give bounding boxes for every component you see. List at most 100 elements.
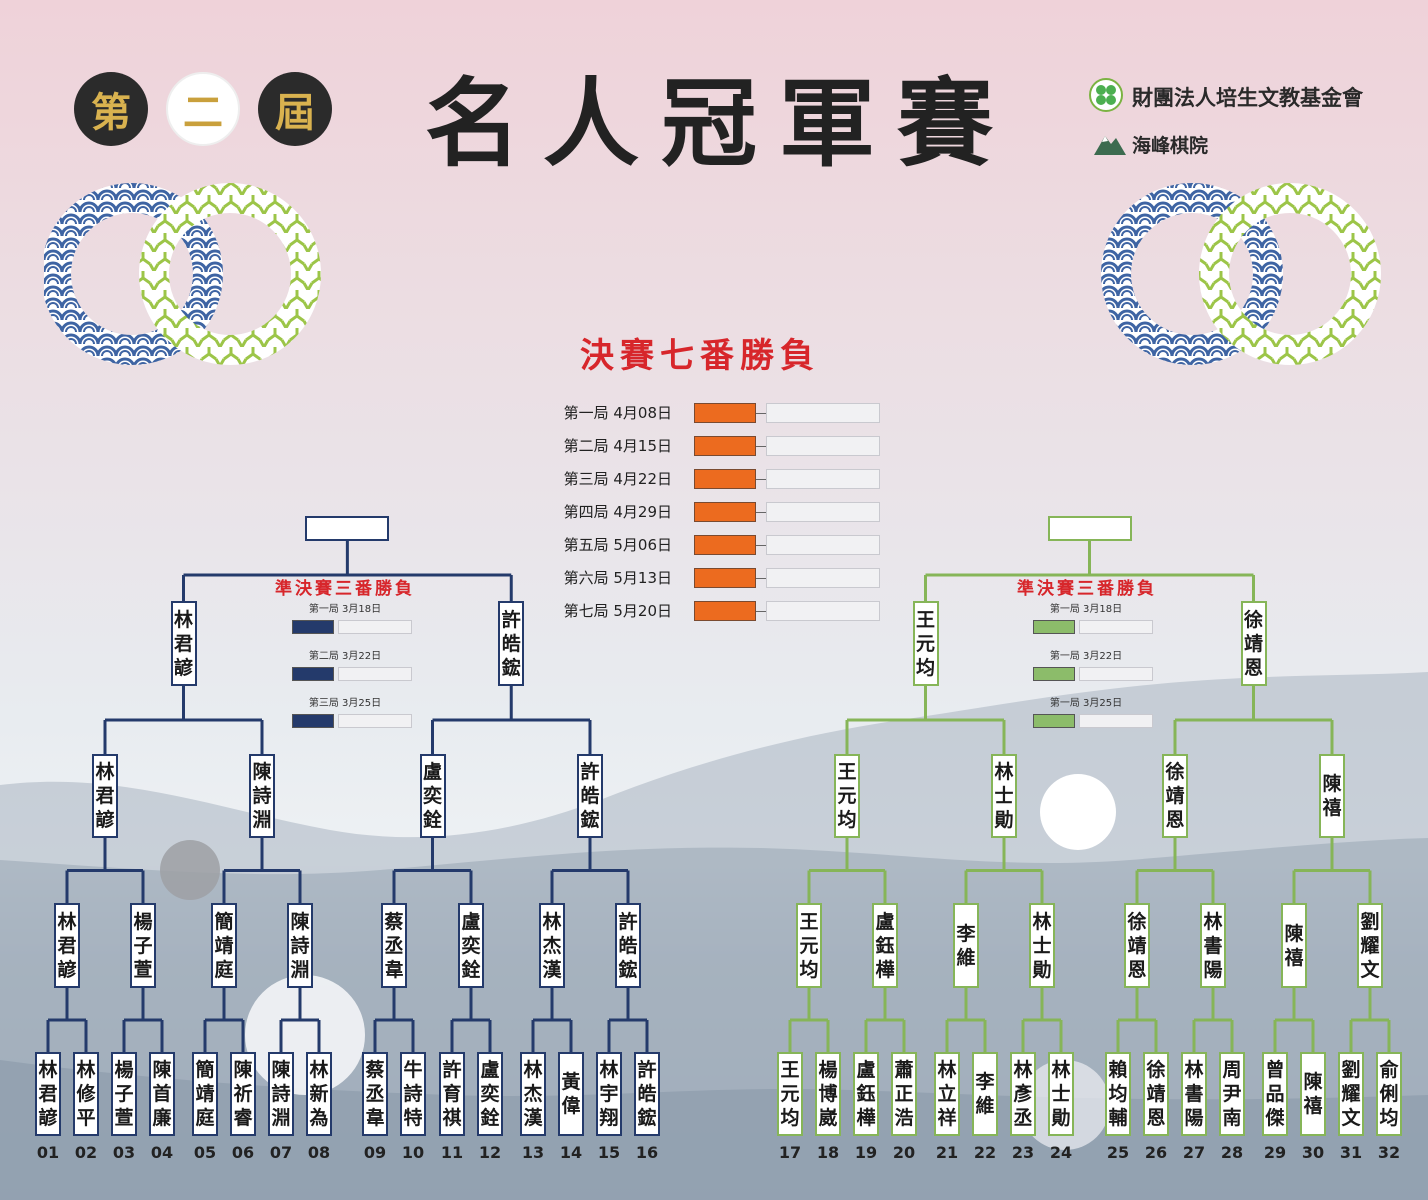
semifinal-game-label: 第一局 3月25日 <box>1049 698 1123 709</box>
player-name-box: 林君諺 <box>170 601 197 686</box>
player-name-box: 林立祥 <box>934 1052 960 1136</box>
player-name-box: 林君諺 <box>92 754 118 838</box>
final-result-box <box>766 601 880 621</box>
seed-number: 18 <box>816 1143 840 1162</box>
semifinal-result-bar <box>1033 714 1075 728</box>
seed-number: 09 <box>363 1143 387 1162</box>
player-name-box: 盧奕銓 <box>458 903 484 988</box>
seed-number: 01 <box>36 1143 60 1162</box>
seed-number: 30 <box>1301 1143 1325 1162</box>
semifinal-result-box <box>1079 620 1153 634</box>
player-name-box: 陳祈睿 <box>230 1052 256 1136</box>
seed-number: 02 <box>74 1143 98 1162</box>
player-name-box: 賴均輔 <box>1105 1052 1131 1136</box>
player-name-box: 許皓鋐 <box>498 601 525 686</box>
player-name-box: 簡靖庭 <box>211 903 237 988</box>
final-result-connector <box>756 545 766 546</box>
player-name-box: 盧奕銓 <box>419 754 446 838</box>
player-name-box: 王元均 <box>912 601 939 686</box>
seed-number: 17 <box>778 1143 802 1162</box>
player-name-box: 王元均 <box>834 754 860 838</box>
final-result-connector <box>756 479 766 480</box>
semifinal-result-bar <box>1033 620 1075 634</box>
player-name-box: 蕭正浩 <box>891 1052 917 1136</box>
player-name-box: 盧鈺樺 <box>853 1052 879 1136</box>
final-result-box <box>766 568 880 588</box>
semifinal-result-box <box>338 620 412 634</box>
seed-number: 13 <box>521 1143 545 1162</box>
final-result-connector <box>756 512 766 513</box>
player-name-box: 徐靖恩 <box>1143 1052 1169 1136</box>
seed-number: 31 <box>1339 1143 1363 1162</box>
final-result-connector <box>756 413 766 414</box>
semifinal-left-title: 準決賽三番勝負 <box>275 579 415 599</box>
final-game-label: 第二局 4月15日 <box>563 437 672 455</box>
player-name-box: 陳詩淵 <box>249 754 275 838</box>
seed-number: 05 <box>193 1143 217 1162</box>
player-name-box: 簡靖庭 <box>192 1052 218 1136</box>
player-name-box: 王元均 <box>796 903 822 988</box>
seed-number: 27 <box>1182 1143 1206 1162</box>
semifinal-result-box <box>1079 714 1153 728</box>
semifinal-game-label: 第一局 3月22日 <box>1049 651 1123 662</box>
seed-number: 14 <box>559 1143 583 1162</box>
player-name-box: 林杰漢 <box>539 903 565 988</box>
semifinal-winner-right-box <box>1047 516 1132 541</box>
player-name-box: 俞俐均 <box>1376 1052 1402 1136</box>
player-name-box: 陳詩淵 <box>268 1052 294 1136</box>
player-name-box: 許皓鋐 <box>577 754 603 838</box>
player-name-box: 林宇翔 <box>596 1052 622 1136</box>
edition-badge-1: 第 <box>74 72 148 146</box>
final-game-label: 第六局 5月13日 <box>563 569 672 587</box>
final-result-bar <box>694 568 756 588</box>
organizer-academy: 海峰棋院 <box>1132 135 1209 157</box>
player-name-box: 林書陽 <box>1200 903 1226 988</box>
semifinal-result-box <box>338 667 412 681</box>
final-title: 決賽七番勝負 <box>580 336 820 376</box>
seed-number: 22 <box>973 1143 997 1162</box>
player-name-box: 周尹南 <box>1219 1052 1245 1136</box>
player-name-box: 許皓鋐 <box>634 1052 660 1136</box>
seed-number: 06 <box>231 1143 255 1162</box>
semifinal-result-bar <box>292 714 334 728</box>
player-name-box: 王元均 <box>777 1052 803 1136</box>
player-name-box: 楊子萱 <box>111 1052 137 1136</box>
semifinal-right-title: 準決賽三番勝負 <box>1017 579 1157 599</box>
seed-number: 29 <box>1263 1143 1287 1162</box>
player-name-box: 李維 <box>953 903 979 988</box>
final-result-box <box>766 403 880 423</box>
final-result-connector <box>756 611 766 612</box>
player-name-box: 許育祺 <box>439 1052 465 1136</box>
player-name-box: 牛詩特 <box>400 1052 426 1136</box>
player-name-box: 陳首廉 <box>149 1052 175 1136</box>
player-name-box: 林書陽 <box>1181 1052 1207 1136</box>
seed-number: 08 <box>307 1143 331 1162</box>
final-game-label: 第四局 4月29日 <box>563 503 672 521</box>
player-name-box: 劉耀文 <box>1338 1052 1364 1136</box>
semifinal-result-box <box>1079 667 1153 681</box>
seed-number: 12 <box>478 1143 502 1162</box>
final-result-bar <box>694 469 756 489</box>
player-name-box: 林士勛 <box>1029 903 1055 988</box>
final-result-box <box>766 469 880 489</box>
player-name-box: 林修平 <box>73 1052 99 1136</box>
final-game-label: 第三局 4月22日 <box>563 470 672 488</box>
player-name-box: 林君諺 <box>54 903 80 988</box>
player-name-box: 徐靖恩 <box>1162 754 1188 838</box>
seed-number: 21 <box>935 1143 959 1162</box>
organizer-foundation: 財團法人培生文教基金會 <box>1132 85 1363 110</box>
player-name-box: 楊子萱 <box>130 903 156 988</box>
ring-pair-right-icon <box>1101 183 1381 365</box>
player-name-box: 林新為 <box>306 1052 332 1136</box>
player-name-box: 李維 <box>972 1052 998 1136</box>
seed-number: 24 <box>1049 1143 1073 1162</box>
player-name-box: 林杰漢 <box>520 1052 546 1136</box>
seed-number: 19 <box>854 1143 878 1162</box>
mountain-logo-icon <box>1094 136 1126 155</box>
player-name-box: 陳禧 <box>1281 903 1307 988</box>
seed-number: 23 <box>1011 1143 1035 1162</box>
seed-number: 28 <box>1220 1143 1244 1162</box>
seed-number: 07 <box>269 1143 293 1162</box>
semifinal-result-box <box>338 714 412 728</box>
